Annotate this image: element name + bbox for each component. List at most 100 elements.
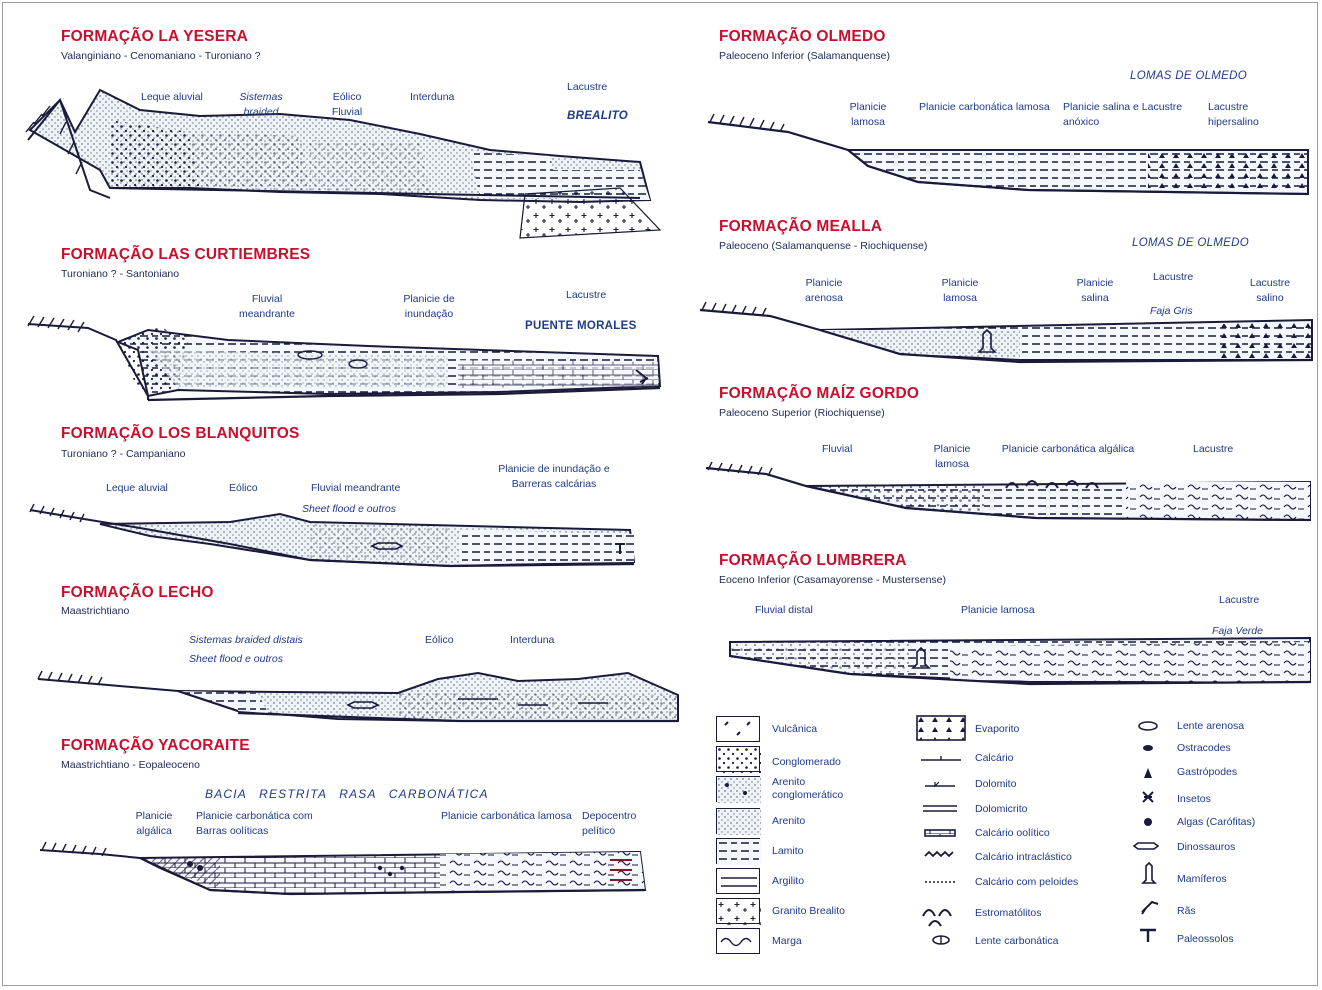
legend-label-ostracodes: Ostracodes (1177, 742, 1231, 755)
label-olmedo-1: Planicie carbonática lamosa (919, 100, 1059, 115)
age-yacoraite: Maastrichtiano - Eopaleoceno (61, 759, 200, 771)
title-las-curtiembres: FORMAÇÃO LAS CURTIEMBRES (61, 246, 310, 264)
legend-label-argilito: Argilito (772, 875, 804, 888)
label-lumbrera-1: Planicie lamosa (961, 603, 1035, 618)
legend-label-calcario-peloides: Calcário com peloides (975, 876, 1078, 889)
lente-arenosa-icon (1139, 722, 1157, 730)
ras-icon (1142, 902, 1158, 914)
legend-label-calcario-oolitico: Calcário oolítico (975, 827, 1050, 840)
legend-label-granito: Granito Brealito (772, 905, 845, 918)
paleossolos-icon (1140, 930, 1156, 942)
legend-label-estromatolitos: Estromatólitos (975, 907, 1042, 920)
label-lumbrera-3: Faja Verde (1212, 624, 1263, 639)
age-maiz-gordo: Paleoceno Superior (Riochiquense) (719, 407, 885, 419)
legend-label-ras: Rãs (1177, 905, 1196, 918)
label-yacoraite-2: Planicie carbonática lamosa (441, 809, 581, 824)
legend-label-marga: Marga (772, 935, 802, 948)
label-mealla-5: Faja Gris (1150, 304, 1193, 319)
calcario-oolitico-icon (925, 830, 955, 836)
label-yacoraite-0: Planicie algálica (126, 809, 182, 839)
estromatolitos-icon (923, 910, 951, 926)
age-los-blanquitos: Turoniano ? - Campaniano (61, 448, 186, 460)
label-maiz-gordo-3: Lacustre (1193, 442, 1233, 457)
label-los-blanquitos-2: Fluvial meandrante (311, 481, 400, 496)
legend-label-dolomito: Dolomito (975, 778, 1016, 791)
title-yacoraite: FORMAÇÃO YACORAITE (61, 737, 250, 755)
legend-label-vulcanica: Vulcânica (772, 723, 817, 736)
legend-label-algas: Algas (Carófitas) (1177, 816, 1255, 829)
legend-label-dinossauros: Dinossauros (1177, 841, 1235, 854)
title-lumbrera: FORMAÇÃO LUMBRERA (719, 552, 907, 570)
legend-label-calcario: Calcário (975, 752, 1014, 765)
label-lumbrera-2: Lacustre (1219, 593, 1259, 608)
label-mealla-3: Lacustre (1153, 270, 1193, 285)
legend-label-evaporito: Evaporito (975, 723, 1019, 736)
label-maiz-gordo-2: Planicie carbonática algálica (998, 442, 1138, 457)
title-olmedo: FORMAÇÃO OLMEDO (719, 28, 886, 46)
age-olmedo: Paleoceno Inferior (Salamanquense) (719, 50, 890, 62)
label-la-yesera-3: Interduna (410, 90, 454, 105)
label-los-blanquitos-1: Eólico (229, 481, 258, 496)
title-maiz-gordo: FORMAÇÃO MAÍZ GORDO (719, 385, 919, 403)
legend-swatch-vulcanica (716, 716, 760, 742)
age-lecho: Maastrichtiano (61, 605, 129, 617)
age-mealla: Paleoceno (Salamanquense - Riochiquense) (719, 240, 927, 252)
label-mealla-4: Lacustre salino (1240, 276, 1300, 306)
label-la-yesera-4: Lacustre (567, 80, 607, 95)
mamiferos-icon (1143, 863, 1155, 883)
label-las-curtiembres-0: Fluvial meandrante (232, 292, 302, 322)
label-yacoraite-1: Planicie carbonática com Barras oolítica… (196, 809, 346, 839)
legend-symbols-col2 (915, 714, 967, 954)
dolomito-icon (925, 782, 955, 786)
calcario-intraclastico-icon (925, 852, 953, 856)
label-los-blanquitos-0: Leque aluvial (106, 481, 168, 496)
title-los-blanquitos: FORMAÇÃO LOS BLANQUITOS (61, 425, 300, 443)
legend-label-gastropodes: Gastrópodes (1177, 766, 1237, 779)
legend-label-calcario-intraclastico: Calcário intraclástico (975, 851, 1072, 864)
legend-label-paleossolos: Paleossolos (1177, 933, 1234, 946)
legend-swatch-arenito (716, 808, 760, 834)
label-maiz-gordo-0: Fluvial (822, 442, 852, 457)
legend-label-arenito: Arenito (772, 815, 805, 828)
label-olmedo-0: Planicie lamosa (842, 100, 894, 130)
label-lecho-1: Sheet flood e outros (189, 652, 283, 667)
label-lecho-2: Eólico (425, 633, 454, 648)
label-mealla-0: Planicie arenosa (796, 276, 852, 306)
legend-swatch-arenito-conglomeratico (716, 776, 760, 802)
label-yacoraite-3: Depocentro pelítico (582, 809, 662, 839)
age-las-curtiembres: Turoniano ? - Santoniano (61, 268, 179, 280)
gastropodes-icon (1144, 768, 1152, 778)
age-la-yesera: Valanginiano - Cenomaniano - Turoniano ? (61, 50, 260, 62)
label-mealla-2: Planicie salina (1070, 276, 1120, 306)
label-olmedo-3: Lacustre hipersalino (1208, 100, 1288, 130)
legend-label-lente-carbonatica: Lente carbonática (975, 935, 1058, 948)
title-lecho: FORMAÇÃO LECHO (61, 584, 214, 602)
section-mealla (700, 300, 1316, 370)
legend-swatch-granito (716, 898, 760, 924)
section-yacoraite (40, 838, 660, 898)
legend-label-conglomerado: Conglomerado (772, 756, 841, 769)
legend-label-lamito: Lamito (772, 845, 804, 858)
evaporito-icon (917, 716, 965, 740)
legend-swatch-marga (716, 928, 760, 954)
legend-symbols-col3 (1128, 716, 1168, 956)
algas-icon (1144, 818, 1152, 826)
ostracodes-icon (1143, 745, 1153, 751)
age-lumbrera: Eoceno Inferior (Casamayorense - Musters… (719, 574, 946, 586)
place-brealito: BREALITO (567, 110, 628, 122)
dolomicrito-icon (923, 806, 957, 811)
label-las-curtiembres-2: Lacustre (566, 288, 606, 303)
legend-swatch-conglomerado (716, 746, 760, 772)
place-puente-morales: PUENTE MORALES (525, 320, 637, 332)
legend-swatch-lamito (716, 838, 760, 864)
label-lumbrera-0: Fluvial distal (755, 603, 813, 618)
title-la-yesera: FORMAÇÃO LA YESERA (61, 28, 248, 46)
place-lomas-de-olmedo-2: LOMAS DE OLMEDO (1132, 237, 1249, 249)
section-lecho (38, 665, 668, 725)
title-mealla: FORMAÇÃO MEALLA (719, 218, 882, 236)
label-yacoraite-basin: BACIA RESTRITA RASA CARBONÁTICA (205, 787, 489, 802)
label-mealla-1: Planicie lamosa (932, 276, 988, 306)
label-las-curtiembres-1: Planicie de inundação (396, 292, 462, 322)
section-lumbrera (730, 638, 1312, 688)
